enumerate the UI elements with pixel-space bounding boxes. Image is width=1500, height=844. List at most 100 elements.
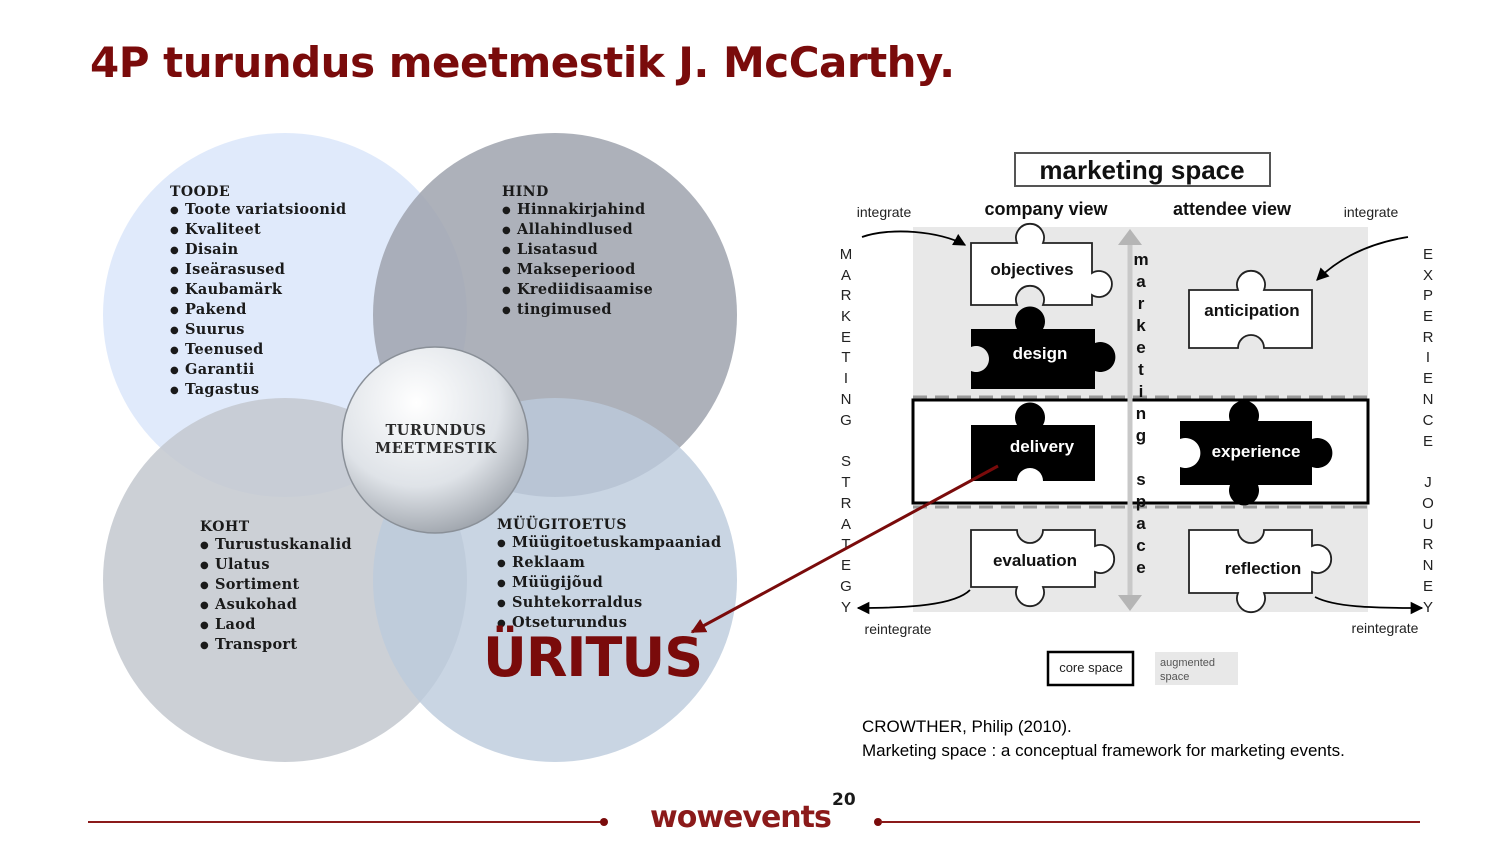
toode-heading: TOODE — [170, 184, 231, 200]
center-letter: r — [1138, 294, 1145, 313]
center-arrow-down-icon — [1118, 595, 1142, 611]
company-view-label: company view — [984, 199, 1108, 219]
left-letter: E — [841, 557, 851, 574]
center-letter: p — [1136, 492, 1146, 511]
citation-line2: Marketing space : a conceptual framework… — [862, 741, 1345, 760]
reintegrate-left-label: reintegrate — [865, 621, 932, 637]
right-letter: N — [1423, 391, 1434, 408]
legend-core-label: core space — [1059, 660, 1123, 675]
center-letter: i — [1139, 382, 1144, 401]
koht-block: KOHT Turustuskanalid Ulatus Sortiment As… — [200, 518, 352, 656]
left-letter: R — [841, 287, 852, 304]
center-letter: g — [1136, 426, 1146, 445]
piece-objectives-label: objectives — [990, 260, 1073, 279]
right-vertical-text: E X P E R I E N C E J O U R N E Y — [1422, 246, 1434, 616]
hind-list: Hinnakirjahind Allahindlused Lisatasud M… — [502, 201, 653, 321]
piece-anticipation-label: anticipation — [1204, 301, 1299, 320]
center-letter: c — [1136, 536, 1145, 555]
list-item: Asukohad — [200, 596, 352, 616]
myygitoetus-list: Müügitoetuskampaaniad Reklaam Müügijõud … — [497, 534, 721, 634]
list-item: Makseperiood — [502, 261, 653, 281]
footer-line-left — [88, 821, 603, 823]
list-item: Pakend — [170, 301, 346, 321]
koht-list: Turustuskanalid Ulatus Sortiment Asukoha… — [200, 536, 352, 656]
attendee-view-label: attendee view — [1173, 199, 1292, 219]
list-item: Ulatus — [200, 556, 352, 576]
right-letter: C — [1423, 412, 1434, 429]
marketing-space-diagram: marketing space company view attendee vi… — [840, 152, 1434, 687]
right-letter: U — [1423, 516, 1434, 533]
reintegrate-right-arrow-icon — [1314, 596, 1424, 615]
integrate-left-arrow-icon — [861, 230, 967, 246]
legend-augmented-box — [1155, 652, 1238, 685]
left-letter: N — [841, 391, 852, 408]
piece-design-label: design — [1013, 344, 1068, 363]
integrate-right-label: integrate — [1344, 204, 1399, 220]
right-letter: R — [1423, 329, 1434, 346]
list-item: Garantii — [170, 361, 346, 381]
piece-delivery: delivery — [971, 402, 1095, 481]
right-letter: N — [1423, 557, 1434, 574]
center-arrow-up-icon — [1118, 229, 1142, 245]
right-letter: O — [1422, 495, 1434, 512]
integrate-right-arrow-icon — [1316, 236, 1409, 281]
right-letter: Y — [1423, 599, 1433, 616]
center-vertical-text: m a r k e t i n g s p a c e — [1133, 250, 1148, 577]
list-item: Transport — [200, 636, 352, 656]
legend-core-box — [1046, 650, 1135, 687]
left-letter: E — [841, 329, 851, 346]
left-letter: T — [841, 349, 850, 366]
list-item: Krediidisaamise — [502, 281, 653, 301]
list-item: Disain — [170, 241, 346, 261]
slide-title: 4P turundus meetmestik J. McCarthy. — [90, 38, 955, 87]
left-letter: G — [840, 412, 852, 429]
right-letter: R — [1423, 536, 1434, 553]
toode-block: TOODE Toote variatsioonid Kvaliteet Disa… — [170, 183, 346, 401]
list-item: Suurus — [170, 321, 346, 341]
list-item: Teenused — [170, 341, 346, 361]
ms-title: marketing space — [1039, 155, 1244, 185]
toode-list: Toote variatsioonid Kvaliteet Disain Ise… — [170, 201, 346, 401]
hind-block: HIND Hinnakirjahind Allahindlused Lisata… — [502, 183, 653, 321]
piece-design: design — [971, 306, 1116, 389]
center-letter: e — [1136, 558, 1145, 577]
right-letter: J — [1424, 474, 1432, 491]
left-letter: S — [841, 453, 851, 470]
list-item: Kvaliteet — [170, 221, 346, 241]
footer-line-right — [880, 821, 1420, 823]
left-letter: M — [840, 246, 853, 263]
right-letter: E — [1423, 370, 1433, 387]
list-item: Lisatasud — [502, 241, 653, 261]
myygitoetus-block: MÜÜGITOETUS Müügitoetuskampaaniad Reklaa… — [497, 516, 721, 634]
center-letter: s — [1136, 470, 1145, 489]
hind-heading: HIND — [502, 184, 549, 200]
list-item: Allahindlused — [502, 221, 653, 241]
footer-dot-right — [874, 818, 882, 826]
list-item: Suhtekorraldus — [497, 594, 721, 614]
piece-objectives: objectives — [970, 222, 1113, 306]
center-letter: k — [1136, 316, 1146, 335]
list-item: Laod — [200, 616, 352, 636]
legend-augmented-line2: space — [1160, 671, 1189, 683]
center-letter: n — [1136, 404, 1146, 423]
citation-line1: CROWTHER, Philip (2010). — [862, 717, 1072, 736]
piece-evaluation: evaluation — [970, 529, 1116, 608]
list-item: Hinnakirjahind — [502, 201, 653, 221]
list-item: Sortiment — [200, 576, 352, 596]
list-item: Toote variatsioonid — [170, 201, 346, 221]
legend-augmented-line1: augmented — [1160, 657, 1215, 669]
left-letter: A — [841, 516, 851, 533]
list-item: Iseärasused — [170, 261, 346, 281]
list-item: Reklaam — [497, 554, 721, 574]
left-letter: G — [840, 578, 852, 595]
right-letter: E — [1423, 578, 1433, 595]
list-item: Tagastus — [170, 381, 346, 401]
center-letter: e — [1136, 338, 1145, 357]
left-letter: Y — [841, 599, 851, 616]
right-letter: E — [1423, 308, 1433, 325]
koht-heading: KOHT — [200, 519, 250, 535]
center-letter: m — [1133, 250, 1148, 269]
piece-reflection-label: reflection — [1225, 559, 1302, 578]
list-item: Müügitoetuskampaaniad — [497, 534, 721, 554]
left-letter: R — [841, 495, 852, 512]
